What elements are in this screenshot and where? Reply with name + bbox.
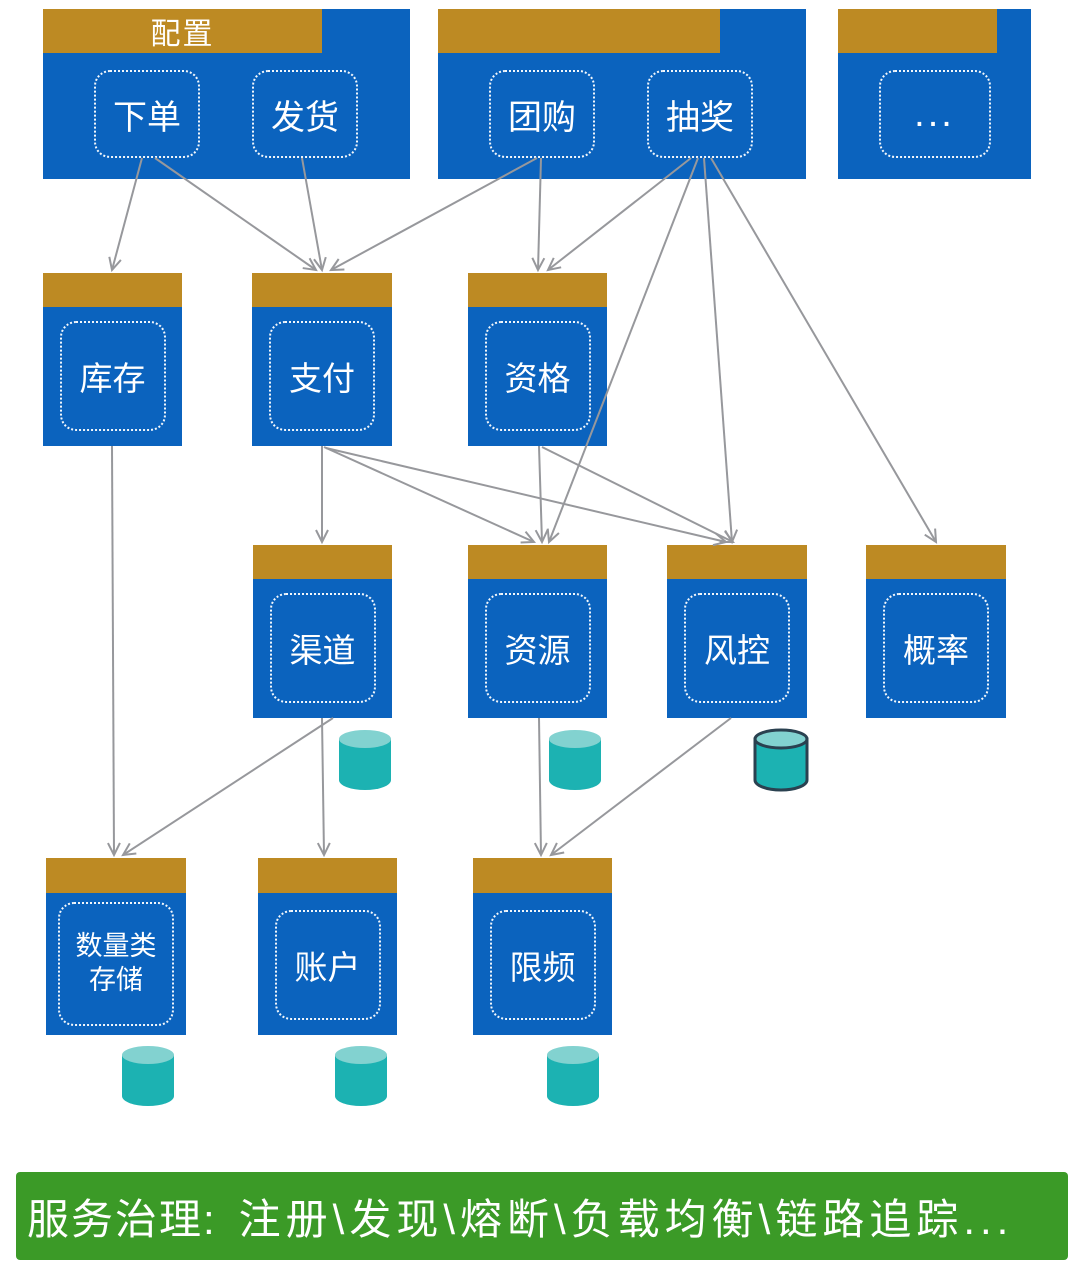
node-risk-control-chip: 风控 (684, 593, 790, 703)
node-resource-chip: 资源 (484, 593, 591, 703)
node-quantity-storage-header (46, 858, 186, 893)
node-account-chip: 账户 (274, 910, 381, 1020)
node-payment-header (252, 273, 392, 307)
group-activities-header (438, 9, 720, 53)
node-account-header (258, 858, 397, 893)
arrow-inventory-quantity-storage (107, 445, 121, 858)
node-group-buy: 团购 (489, 70, 595, 158)
node-payment-chip: 支付 (269, 321, 375, 431)
arrow-channel-account (316, 717, 331, 858)
node-risk-control: 风控 (667, 545, 807, 718)
node-ship: 发货 (252, 70, 358, 158)
arrow-payment-resource (323, 446, 537, 544)
group-config-items: 下单 发货 (94, 70, 358, 158)
database-icon-channel (339, 730, 391, 790)
node-ellipsis-label: ... (914, 92, 955, 135)
group-activities-items: 团购 抽奖 (489, 70, 753, 158)
arrow-lottery-probability (710, 157, 938, 544)
node-inventory-chip: 库存 (59, 321, 166, 431)
arrow-qualification-resource (534, 445, 549, 545)
group-more-header (838, 9, 997, 53)
node-risk-control-header (667, 545, 807, 579)
node-rate-limit: 限频 (473, 858, 612, 1035)
node-lottery-label: 抽奖 (666, 98, 734, 137)
node-qualification-chip: 资格 (484, 321, 591, 431)
node-account: 账户 (258, 858, 397, 1035)
arrow-channel-quantity-storage (121, 717, 334, 857)
node-ship-label: 发货 (271, 98, 339, 137)
group-more-items: ... (838, 70, 1031, 158)
group-activities: 团购 抽奖 (438, 9, 806, 179)
node-qualification: 资格 (468, 273, 607, 446)
database-icon-rate-limit (547, 1046, 599, 1106)
node-rate-limit-chip: 限频 (489, 910, 596, 1020)
node-channel-header (253, 545, 392, 579)
node-inventory-header (43, 273, 182, 307)
database-icon-resource (549, 730, 601, 790)
service-governance-items: 注册\发现\熔断\负载均衡\链路追踪... (238, 1195, 1014, 1243)
node-channel-chip: 渠道 (269, 593, 376, 703)
node-qualification-label: 资格 (504, 360, 571, 397)
node-place-order: 下单 (94, 70, 200, 158)
group-config: 配置 下单 发货 (43, 9, 410, 179)
node-quantity-storage-label-line1: 数量类 (75, 931, 157, 962)
arrow-lottery-risk-control (703, 157, 739, 545)
node-resource: 资源 (468, 545, 607, 718)
node-quantity-storage-chip: 数量类 存储 (58, 902, 174, 1026)
node-probability-header (866, 545, 1006, 579)
node-account-label: 账户 (294, 949, 361, 986)
node-probability-label: 概率 (903, 632, 969, 669)
node-channel: 渠道 (253, 545, 392, 718)
service-governance-title: 服务治理: (27, 1195, 217, 1243)
node-rate-limit-header (473, 858, 612, 893)
database-icon-quantity-storage (122, 1046, 174, 1106)
node-channel-label: 渠道 (289, 632, 356, 669)
arrow-resource-rate-limit (533, 717, 548, 858)
node-payment: 支付 (252, 273, 392, 446)
node-probability: 概率 (866, 545, 1006, 718)
arrow-qualification-risk-control (541, 446, 736, 544)
service-governance-banner: 服务治理: 注册\发现\熔断\负载均衡\链路追踪... (16, 1172, 1068, 1260)
database-icon-risk-control (753, 728, 809, 792)
node-group-buy-label: 团购 (508, 98, 576, 137)
node-inventory: 库存 (43, 273, 182, 446)
node-rate-limit-label: 限频 (509, 949, 576, 986)
node-lottery: 抽奖 (647, 70, 753, 158)
node-inventory-label: 库存 (79, 360, 146, 397)
node-qualification-header (468, 273, 607, 307)
group-config-header: 配置 (43, 9, 322, 53)
node-place-order-label: 下单 (113, 98, 181, 137)
arrow-payment-risk-control (325, 447, 729, 547)
node-payment-label: 支付 (289, 360, 355, 397)
node-probability-chip: 概率 (883, 593, 989, 703)
group-config-title: 配置 (150, 18, 215, 51)
node-quantity-storage: 数量类 存储 (46, 858, 186, 1035)
node-quantity-storage-label-line2: 存储 (89, 965, 143, 995)
group-more: ... (838, 9, 1031, 179)
node-risk-control-label: 风控 (704, 632, 770, 669)
node-resource-label: 资源 (504, 632, 571, 669)
database-icon-account (335, 1046, 387, 1106)
node-resource-header (468, 545, 607, 579)
node-ellipsis: ... (878, 70, 991, 158)
